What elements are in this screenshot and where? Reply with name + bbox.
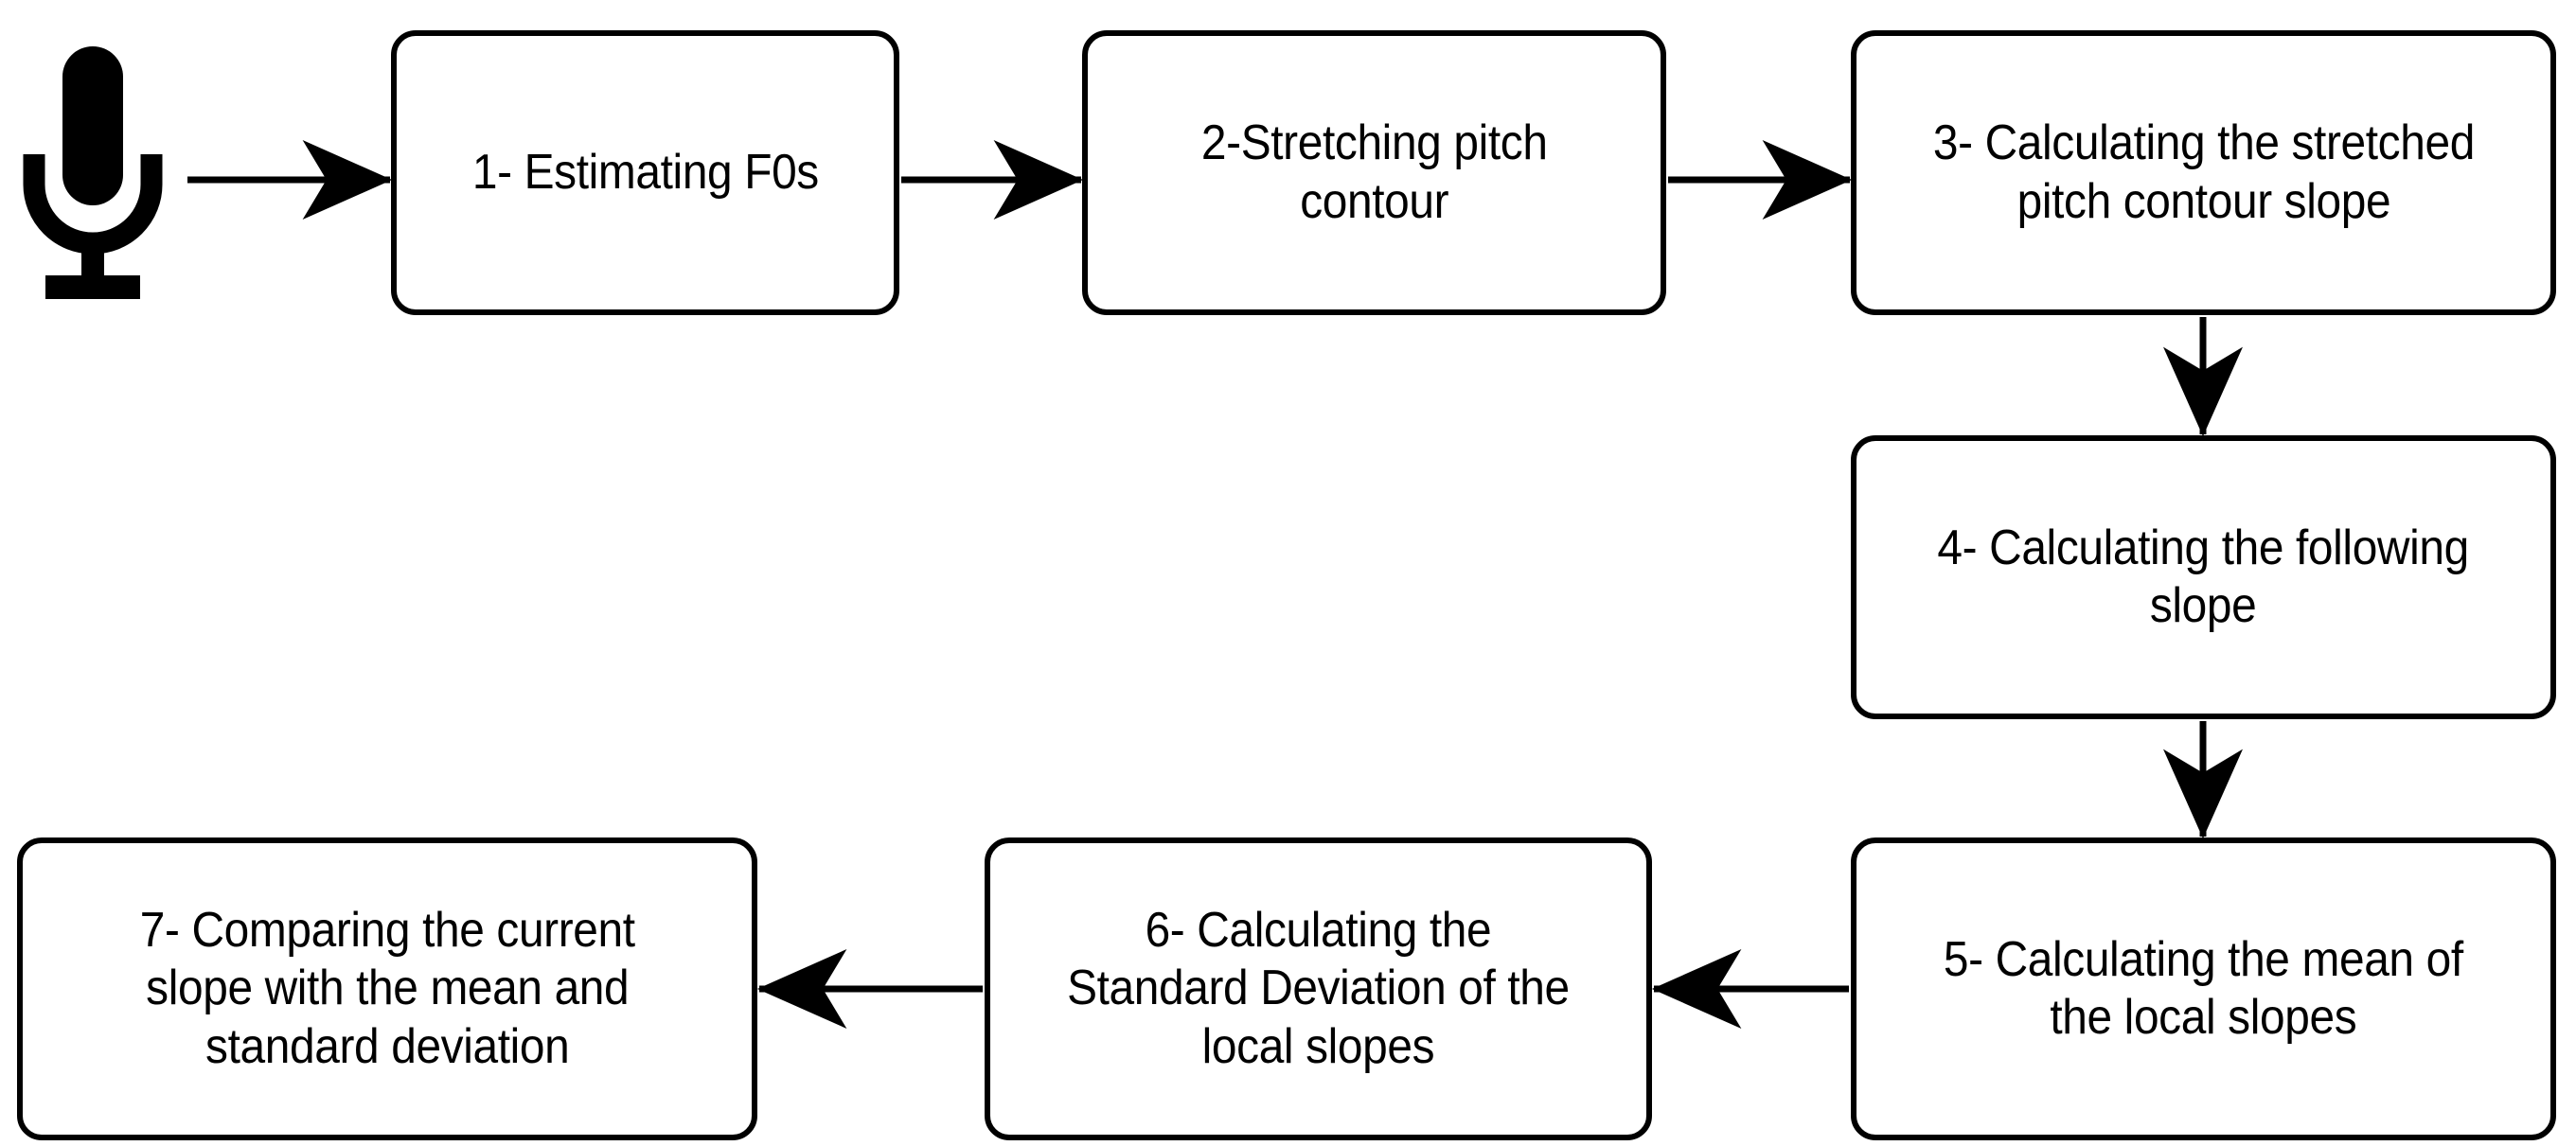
node-label: 1- Estimating F0s — [471, 144, 819, 200]
node-calculating-standard-deviation-local-slopes[interactable]: 6- Calculating the Standard Deviation of… — [985, 837, 1652, 1140]
node-label: 4- Calculating the following slope — [1937, 520, 2470, 633]
node-calculating-following-slope[interactable]: 4- Calculating the following slope — [1851, 435, 2556, 719]
node-stretching-pitch-contour[interactable]: 2-Stretching pitch contour — [1082, 30, 1666, 315]
node-calculating-mean-local-slopes[interactable]: 5- Calculating the mean of the local slo… — [1851, 837, 2556, 1140]
node-comparing-current-slope[interactable]: 7- Comparing the current slope with the … — [17, 837, 757, 1140]
node-label: 3- Calculating the stretched pitch conto… — [1932, 115, 2475, 229]
node-label: 6- Calculating the Standard Deviation of… — [1067, 902, 1570, 1074]
node-calculating-stretched-pitch-contour-slope[interactable]: 3- Calculating the stretched pitch conto… — [1851, 30, 2556, 315]
node-label: 7- Comparing the current slope with the … — [139, 902, 635, 1074]
node-label: 2-Stretching pitch contour — [1200, 115, 1548, 229]
node-label: 5- Calculating the mean of the local slo… — [1944, 931, 2463, 1045]
microphone-icon — [23, 46, 163, 299]
node-estimating-f0s[interactable]: 1- Estimating F0s — [391, 30, 899, 315]
